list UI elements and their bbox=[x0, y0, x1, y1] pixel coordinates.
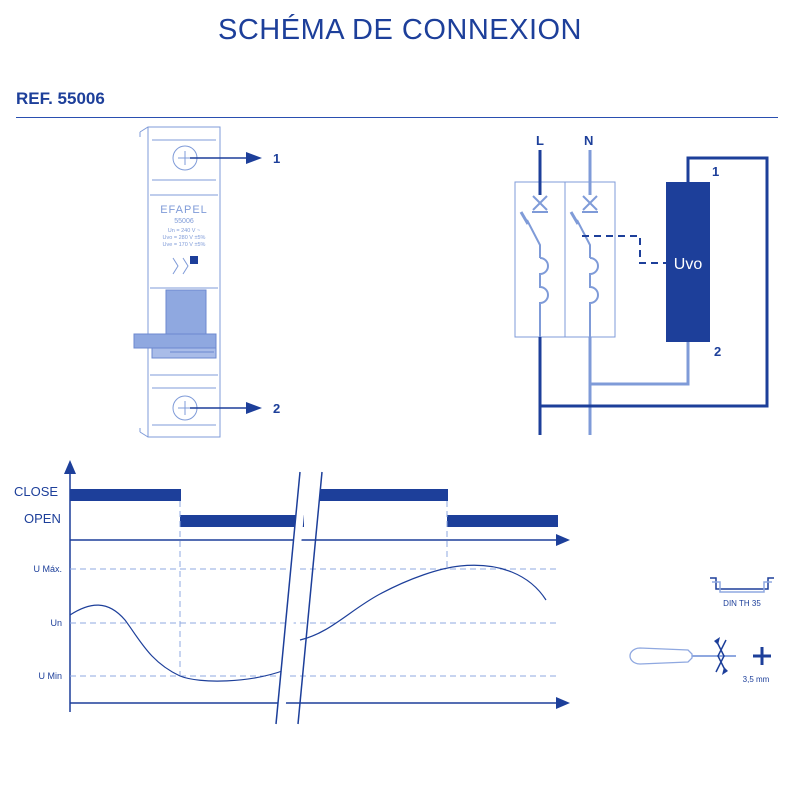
rotate-icon bbox=[715, 639, 727, 673]
breaker-symbol-icon bbox=[172, 257, 189, 275]
wiring-diagram bbox=[514, 150, 769, 435]
arrow-right-icon bbox=[556, 534, 570, 546]
timing-chart bbox=[64, 460, 570, 725]
contact-x-icon-n bbox=[582, 195, 598, 213]
device-spec-uve: Uve = 170 V ±5% bbox=[163, 242, 206, 248]
device-model: 55006 bbox=[174, 218, 194, 225]
close-bar-1 bbox=[70, 489, 181, 501]
lever-housing bbox=[165, 289, 207, 339]
line-label: L bbox=[536, 133, 544, 148]
open-bar-1 bbox=[180, 515, 304, 527]
arrow-up-icon bbox=[64, 460, 76, 474]
plus-head-icon bbox=[753, 647, 771, 665]
neutral-label: N bbox=[584, 133, 593, 148]
wire-uvo-2 bbox=[590, 342, 690, 386]
u-max-label: U Máx. bbox=[33, 564, 62, 574]
uvo-module bbox=[666, 182, 710, 342]
time-break-gap bbox=[276, 472, 308, 724]
voltage-curve-1 bbox=[69, 604, 286, 682]
wire-uvo-1 bbox=[540, 156, 769, 408]
terminal-arrows bbox=[190, 152, 262, 414]
arrow-right-icon bbox=[246, 152, 262, 164]
din-rail-label: DIN TH 35 bbox=[723, 599, 761, 608]
din-rail-icon bbox=[710, 577, 774, 593]
device-brand: EFAPEL bbox=[160, 204, 208, 216]
un-label: Un bbox=[50, 618, 62, 628]
screwdriver-icon bbox=[629, 637, 736, 675]
page-title: SCHÉMA DE CONNEXION bbox=[218, 14, 582, 46]
toggle-lever bbox=[133, 333, 217, 349]
device-body bbox=[147, 126, 221, 438]
open-bar-2 bbox=[447, 515, 558, 527]
arrow-right-icon bbox=[556, 697, 570, 709]
uvo-terminal-1: 1 bbox=[712, 164, 719, 179]
contact-x-icon-l bbox=[532, 195, 548, 213]
screw-size-label: 3,5 mm bbox=[743, 675, 770, 684]
terminal-label-1: 1 bbox=[273, 151, 280, 166]
uvo-terminal-2: 2 bbox=[714, 344, 721, 359]
u-min-label: U Min bbox=[38, 671, 62, 681]
reference-number: REF. 55006 bbox=[16, 89, 105, 108]
terminal-label-2: 2 bbox=[273, 401, 280, 416]
time-break-left bbox=[275, 471, 301, 725]
uvo-label: Uvo bbox=[674, 256, 703, 273]
close-label: CLOSE bbox=[14, 484, 58, 499]
open-label: OPEN bbox=[24, 511, 61, 526]
time-break-right bbox=[297, 471, 323, 725]
header-divider bbox=[16, 117, 778, 118]
arrow-right-icon bbox=[246, 402, 262, 414]
close-bar-2 bbox=[320, 489, 448, 501]
voltage-curve-2 bbox=[299, 564, 547, 641]
mechanical-link bbox=[582, 235, 666, 264]
device-clip-bottom bbox=[139, 428, 149, 438]
device-spec-uvo: Uvo = 280 V ±5% bbox=[163, 235, 206, 241]
breaker-device bbox=[133, 126, 221, 438]
device-spec-un: Un = 240 V ~ bbox=[168, 228, 200, 234]
device-clip-top bbox=[139, 126, 221, 437]
